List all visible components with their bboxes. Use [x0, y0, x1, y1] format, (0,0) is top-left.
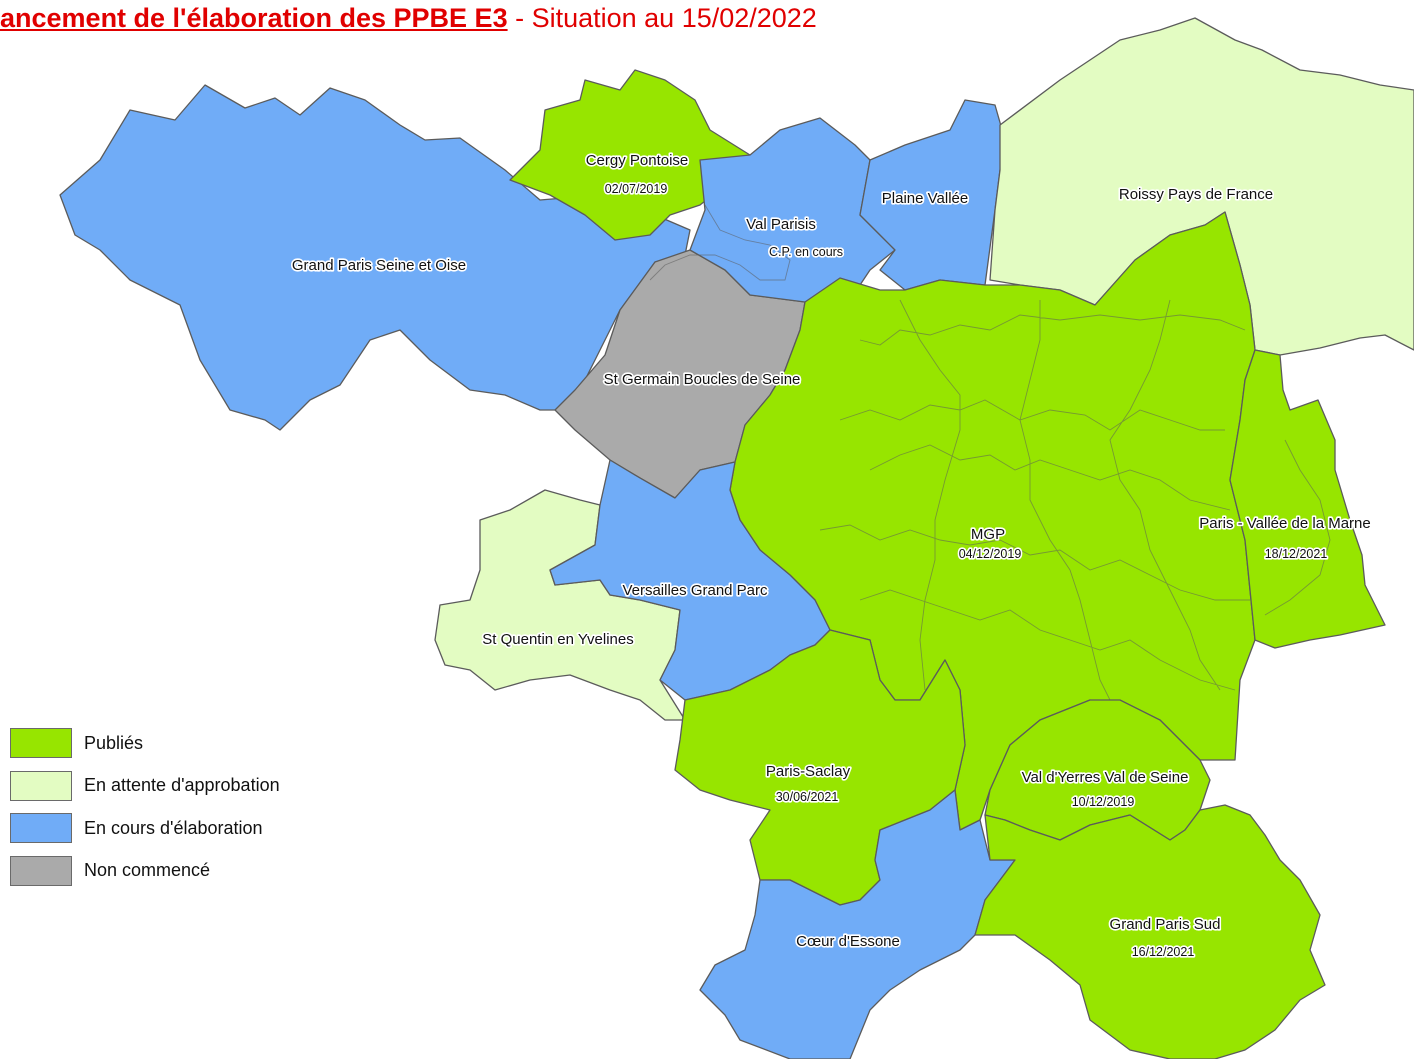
label-paris-vallee-de-la-marne: Paris - Vallée de la Marne: [1199, 515, 1370, 532]
legend-swatch-non-commence: [10, 855, 72, 886]
label-val-dyerres-val-de-seine: Val d'Yerres Val de Seine: [1022, 769, 1189, 786]
status-val-parisis: C.P. en cours: [769, 245, 843, 259]
legend-item-en-attente: En attente d'approbation: [10, 765, 280, 808]
label-plaine-vallee: Plaine Vallée: [882, 190, 968, 207]
map-title-date: - Situation au 15/02/2022: [507, 3, 817, 33]
label-grand-paris-sud: Grand Paris Sud: [1110, 916, 1221, 933]
label-roissy-pays-de-france: Roissy Pays de France: [1119, 186, 1273, 203]
label-cergy-pontoise: Cergy Pontoise: [586, 152, 689, 169]
legend-swatch-en-attente: [10, 770, 72, 801]
date-val-dyerres-val-de-seine: 10/12/2019: [1072, 795, 1135, 809]
label-st-germain-boucles-de-seine: St Germain Boucles de Seine: [604, 371, 801, 388]
legend-label-non-commence: Non commencé: [84, 860, 211, 881]
legend-label-en-attente: En attente d'approbation: [84, 775, 280, 796]
region-plaine-vallee[interactable]: [859, 99, 1006, 291]
legend-swatch-en-cours: [10, 813, 72, 844]
date-paris-saclay: 30/06/2021: [776, 790, 839, 804]
legend-swatch-publies: [10, 728, 72, 759]
commune-boundaries: [819, 299, 1331, 701]
legend-label-en-cours: En cours d'élaboration: [84, 817, 263, 838]
region-labels: Cergy Pontoise 02/07/2019 Val Parisis C.…: [290, 150, 1372, 960]
region-grand-paris-sud[interactable]: [974, 804, 1326, 1059]
label-grand-paris-seine-et-oise: Grand Paris Seine et Oise: [292, 257, 466, 274]
label-mgp: MGP: [971, 526, 1005, 543]
label-coeur-dessonne: Cœur d'Essone: [796, 933, 900, 950]
legend-label-publies: Publiés: [84, 732, 144, 753]
region-paris-vallee-de-la-marne[interactable]: [1229, 349, 1386, 649]
date-grand-paris-sud: 16/12/2021: [1132, 945, 1195, 959]
date-mgp: 04/12/2019: [959, 547, 1022, 561]
label-paris-saclay: Paris-Saclay: [766, 763, 851, 780]
date-cergy-pontoise: 02/07/2019: [605, 182, 668, 196]
map-title-main: ancement de l'élaboration des PPBE E3: [0, 3, 508, 33]
label-val-parisis: Val Parisis: [746, 216, 816, 233]
map-title: ancement de l'élaboration des PPBE E3 - …: [0, 2, 817, 34]
legend-item-en-cours: En cours d'élaboration: [10, 807, 280, 850]
label-versailles-grand-parc: Versailles Grand Parc: [622, 582, 768, 599]
legend-item-non-commence: Non commencé: [10, 850, 280, 893]
label-st-quentin-en-yvelines: St Quentin en Yvelines: [482, 631, 634, 648]
date-paris-vallee-de-la-marne: 18/12/2021: [1265, 547, 1328, 561]
map-legend: Publiés En attente d'approbation En cour…: [10, 722, 280, 892]
legend-item-publies: Publiés: [10, 722, 280, 765]
region-val-parisis[interactable]: [689, 117, 896, 303]
seine-river: [649, 204, 791, 281]
